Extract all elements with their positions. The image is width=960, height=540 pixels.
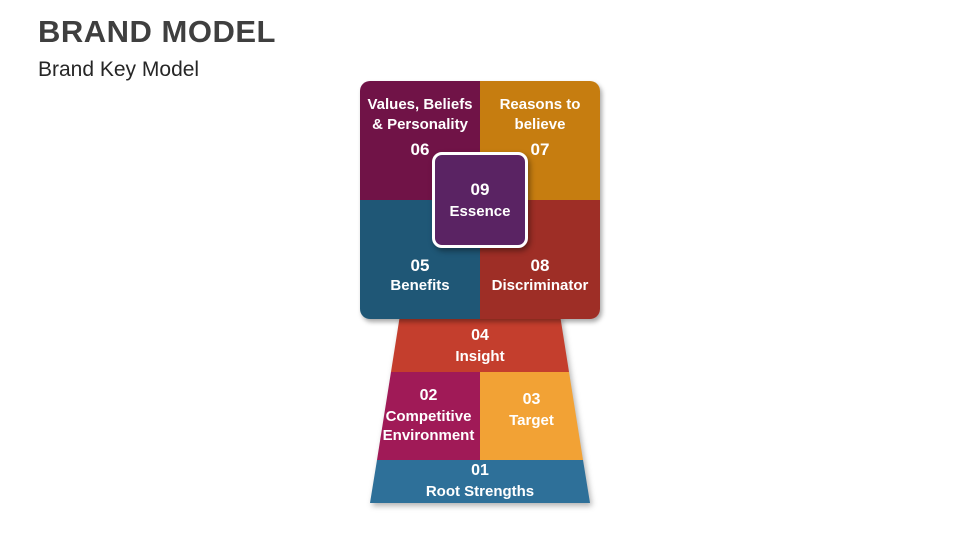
page-subtitle: Brand Key Model (38, 58, 200, 81)
level-target-number: 03 (522, 391, 541, 408)
quadrant-reasons-number: 07 (530, 140, 550, 159)
quadrant-values-number: 06 (410, 140, 430, 159)
level-insight-text: 04 Insight (391, 320, 569, 372)
essence-label: Essence (449, 203, 511, 220)
quadrant-benefits-number: 05 (410, 256, 430, 275)
quadrant-values-beliefs: Values, Beliefs & Personality 06 (360, 81, 480, 200)
level-root-strengths-shape (370, 460, 590, 503)
quadrant-discriminator-label: Discriminator (491, 277, 589, 294)
level-competitive-shape (377, 372, 480, 460)
level-target-label: Target (509, 411, 554, 429)
quadrant-reasons-to-believe: Reasons to believe 07 (480, 81, 600, 200)
level-competitive-text: 02 Competitive Environment (377, 372, 480, 460)
level-insight-label: Insight (455, 347, 505, 365)
level-root-number: 01 (471, 462, 489, 480)
page-title: BRAND MODEL (38, 14, 276, 49)
level-competitive-number: 02 (419, 387, 438, 405)
level-root-strengths-text: 01 Root Strengths (370, 460, 590, 503)
quadrant-reasons-label: Reasons to believe (499, 96, 581, 133)
level-target-text: 03 Target (480, 372, 583, 460)
level-competitive-label: Competitive Environment (382, 407, 475, 445)
quadrant-discriminator-number: 08 (530, 256, 550, 275)
essence-number: 09 (470, 180, 490, 199)
pyramid-stack: 04 Insight 02 Competitive Environment 03… (350, 310, 610, 510)
level-insight-number: 04 (471, 326, 489, 344)
level-root-label: Root Strengths (425, 483, 535, 501)
essence-box: 09 Essence (432, 152, 528, 248)
level-insight-shape (391, 315, 569, 372)
quadrant-values-label: Values, Beliefs & Personality (367, 96, 473, 133)
quadrant-benefits-label: Benefits (390, 277, 450, 294)
level-target-shape (480, 372, 583, 460)
